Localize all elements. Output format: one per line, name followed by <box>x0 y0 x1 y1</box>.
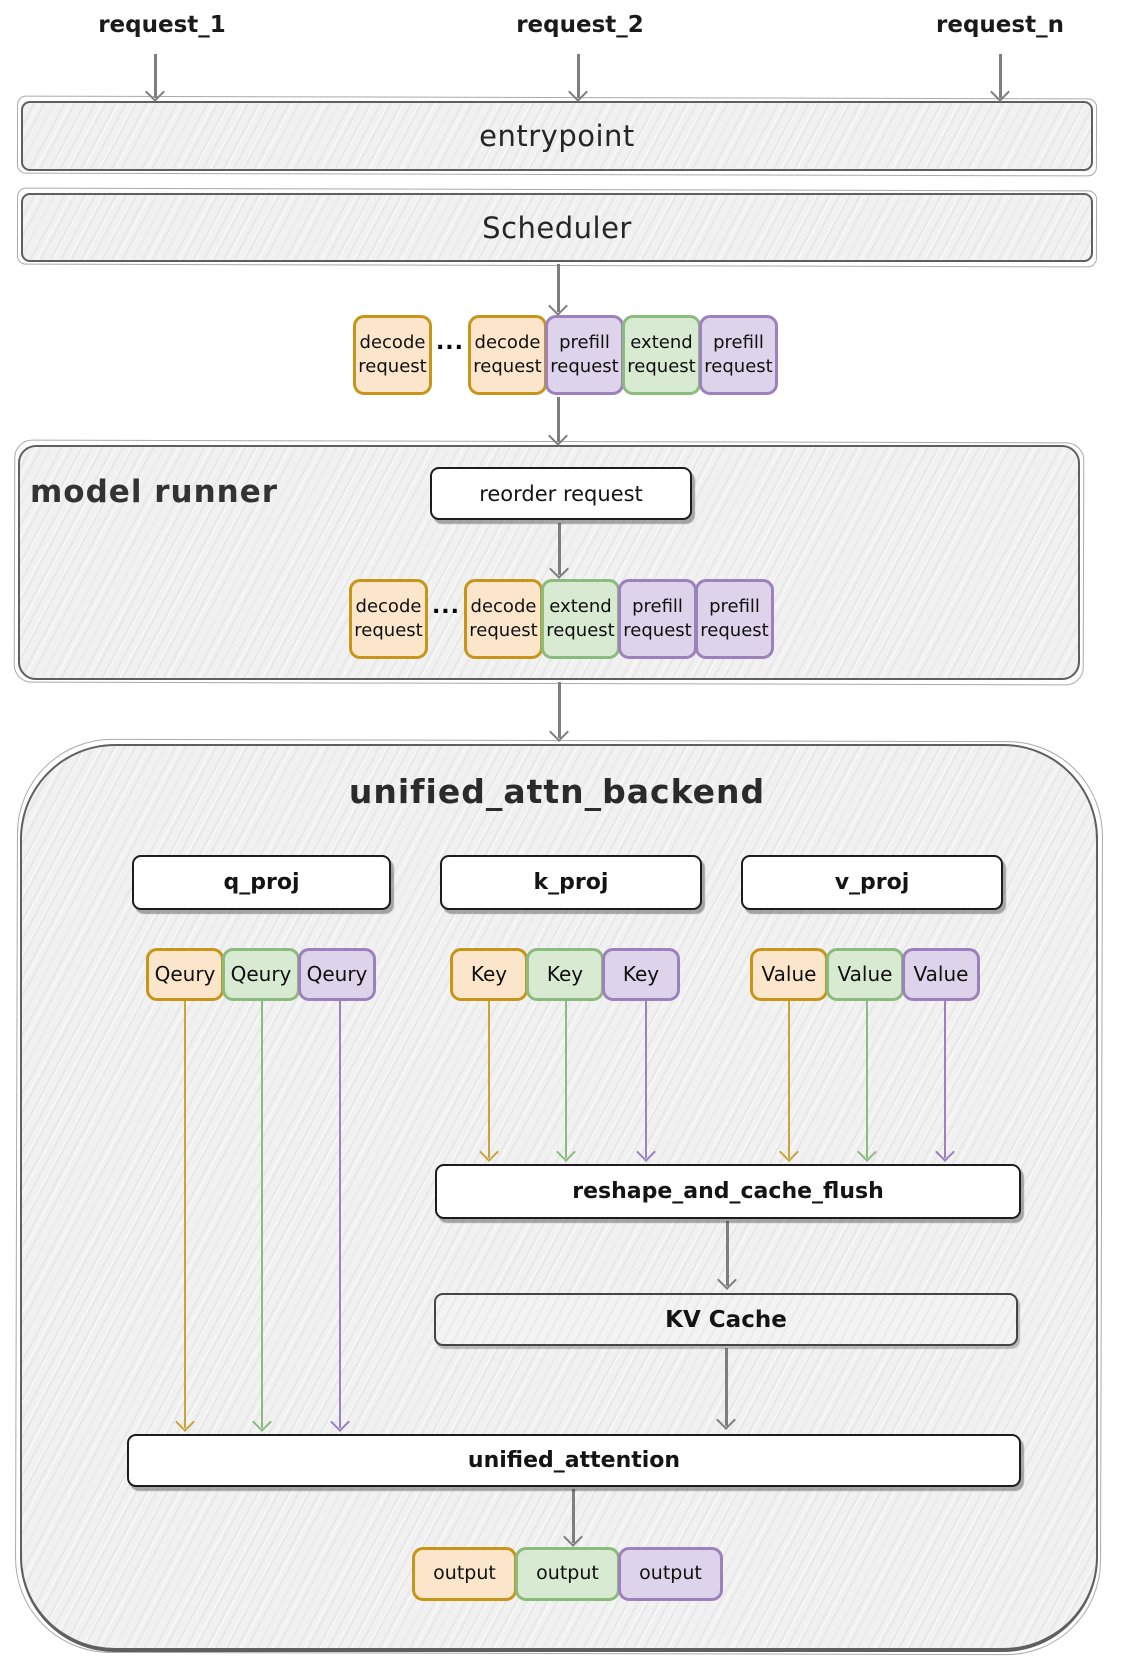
value-chip: Value <box>902 948 980 1001</box>
value-chip: Value <box>750 948 828 1001</box>
key-flow-arrow <box>645 1001 648 1158</box>
value-flow-arrow <box>866 1001 869 1158</box>
arrow-down-icon <box>557 264 560 312</box>
query-chip: Qeury <box>146 948 224 1001</box>
key-chip: Key <box>602 948 680 1001</box>
entrypoint-label: entrypoint <box>479 119 635 153</box>
arrow-down-icon <box>726 1221 729 1286</box>
k-proj-box: k_proj <box>440 855 702 910</box>
kv-cache-box: KV Cache <box>434 1293 1018 1346</box>
output-chip: output <box>515 1547 620 1601</box>
reorder-request-box: reorder request <box>430 467 692 520</box>
value-chip: Value <box>826 948 904 1001</box>
query-flow-arrow <box>261 1001 264 1428</box>
ellipsis: ... <box>435 329 465 355</box>
arrow-down-icon <box>558 523 561 575</box>
key-flow-arrow <box>565 1001 568 1158</box>
unified-attention-box: unified_attention <box>127 1434 1021 1487</box>
arrow-down-icon <box>999 54 1002 98</box>
request-2-label: request_2 <box>516 12 644 38</box>
value-flow-arrow <box>788 1001 791 1158</box>
output-chip: output <box>618 1547 723 1601</box>
query-chip: Qeury <box>222 948 300 1001</box>
value-flow-arrow <box>944 1001 947 1158</box>
request-1-label: request_1 <box>98 12 226 38</box>
q-proj-box: q_proj <box>132 855 391 910</box>
key-chip: Key <box>526 948 604 1001</box>
ellipsis: ... <box>431 593 461 619</box>
entrypoint-box: entrypoint <box>21 101 1093 171</box>
unified-attn-backend-title: unified_attn_backend <box>348 772 766 811</box>
arrow-down-icon <box>558 682 561 738</box>
arrow-down-icon <box>725 1348 728 1426</box>
arrow-down-icon <box>577 54 580 98</box>
arrow-down-icon <box>154 54 157 98</box>
model-runner-title: model runner <box>30 474 279 510</box>
output-chip: output <box>412 1547 517 1601</box>
key-flow-arrow <box>488 1001 491 1158</box>
request-n-label: request_n <box>936 12 1064 38</box>
arrow-down-icon <box>557 397 560 442</box>
query-chip: Qeury <box>298 948 376 1001</box>
v-proj-box: v_proj <box>741 855 1003 910</box>
scheduler-label: Scheduler <box>482 210 632 245</box>
query-flow-arrow <box>184 1001 187 1428</box>
reshape-and-cache-flush-box: reshape_and_cache_flush <box>435 1164 1021 1219</box>
scheduler-box: Scheduler <box>21 193 1093 262</box>
query-flow-arrow <box>339 1001 342 1428</box>
key-chip: Key <box>450 948 528 1001</box>
arrow-down-icon <box>572 1489 575 1543</box>
